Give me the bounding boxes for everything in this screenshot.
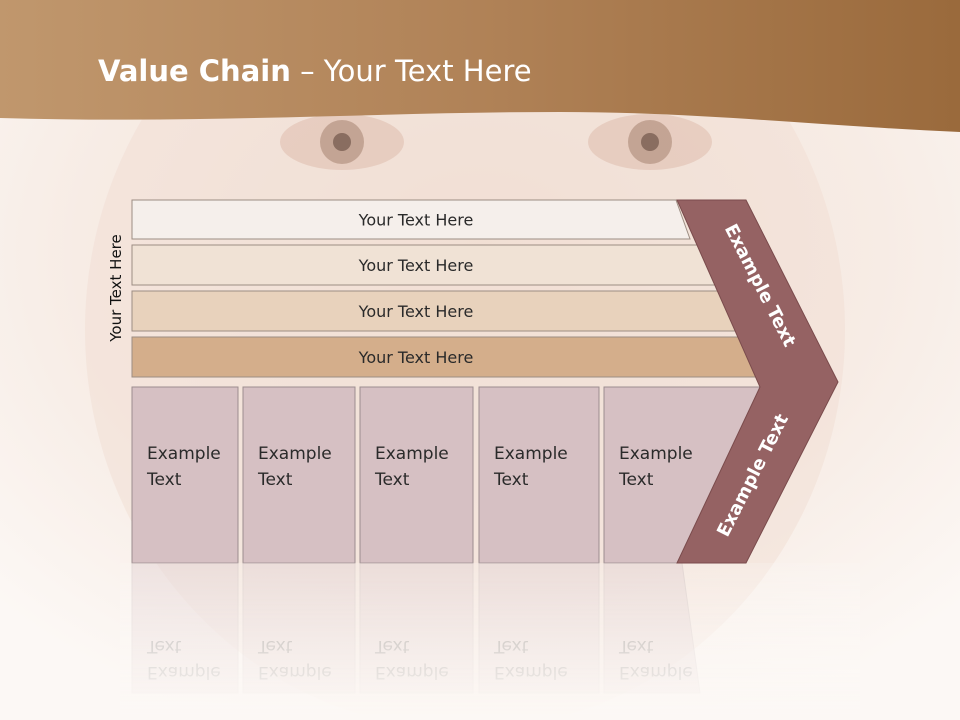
title-rest: – Your Text Here [290, 54, 532, 88]
left-pupil [333, 133, 351, 151]
right-pupil [641, 133, 659, 151]
support-bar-label: Your Text Here [358, 302, 474, 321]
primary-box-line1: Example [147, 444, 221, 464]
primary-box-line2: Text [374, 470, 410, 490]
primary-box-line1: Example [494, 444, 568, 464]
primary-box-line2: Text [146, 470, 182, 490]
support-bar-label: Your Text Here [358, 348, 474, 367]
support-bar [131, 199, 691, 240]
support-bar-label: Your Text Here [358, 256, 474, 275]
page-title: Value Chain – Your Text Here [98, 54, 532, 88]
side-label: Your Text Here [107, 234, 125, 342]
primary-box-line2: Text [257, 470, 293, 490]
support-bar-label: Your Text Here [358, 211, 474, 230]
title-main: Value Chain [98, 54, 291, 88]
primary-box-line1: Example [258, 444, 332, 464]
primary-box-line2: Text [618, 470, 654, 490]
header-banner [0, 0, 960, 132]
primary-box-line1: Example [375, 444, 449, 464]
chevron-shape [676, 199, 839, 564]
primary-box-line2: Text [493, 470, 529, 490]
reflection-fade [120, 563, 860, 720]
primary-box-line1: Example [619, 444, 693, 464]
